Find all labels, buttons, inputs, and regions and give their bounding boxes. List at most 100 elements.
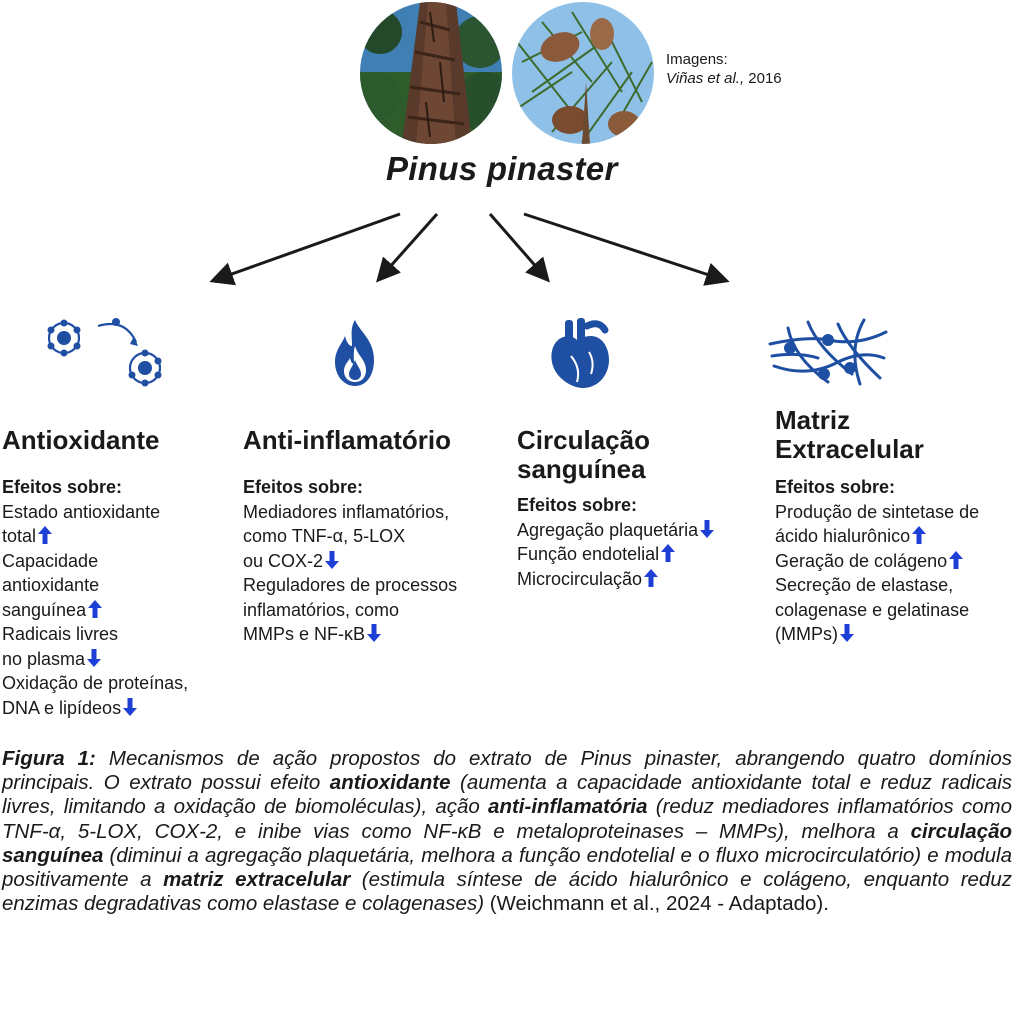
effect-line: MMPs e NF-κB	[243, 622, 457, 647]
image-credit: Imagens: Viñas et al., 2016	[666, 50, 782, 88]
atoms-electron-transfer-icon	[47, 318, 162, 387]
arrow-down-icon	[123, 697, 138, 716]
effect-line: Capacidade	[2, 549, 188, 574]
arrow-down-icon	[325, 550, 340, 569]
caption-bold: antioxidante	[329, 771, 451, 795]
effect-line: Secreção de elastase,	[775, 573, 979, 598]
effect-line: Reguladores de processos	[243, 573, 457, 598]
effect-text: (MMPs)	[775, 624, 838, 644]
effect-text: inflamatórios, como	[243, 599, 400, 620]
credit-year: 2016	[748, 70, 782, 87]
effect-line: Produção de sintetase de	[775, 500, 979, 525]
effect-text: antioxidante	[2, 575, 100, 595]
caption-text: Mecanismos de ação propostos do extrato …	[2, 747, 1012, 795]
effect-text: Reguladores de processos	[243, 575, 458, 595]
arrow-to-anti-inflamatorio	[376, 213, 439, 283]
effect-text: ácido hialurônico	[775, 526, 911, 546]
column-anti-inflamatorio-effects: Efeitos sobre: Mediadores inflamatórios,…	[243, 475, 457, 647]
column-title-matriz: Matriz Extracelular	[775, 406, 924, 464]
pine-trunk-photo	[360, 2, 502, 144]
effects-label: Efeitos sobre:	[517, 495, 638, 515]
effect-text: sanguínea	[2, 599, 87, 620]
effect-line: DNA e lipídeos	[2, 696, 188, 721]
column-title-antioxidante: Antioxidante	[2, 425, 160, 455]
effect-line: Função endotelial	[517, 542, 714, 567]
effect-line: Microcirculação	[517, 567, 714, 592]
effect-line: Radicais livres	[2, 622, 188, 647]
effect-text: Estado antioxidante	[2, 501, 161, 522]
effect-line: total	[2, 524, 188, 549]
arrow-up-icon	[88, 599, 103, 618]
column-matriz-effects: Efeitos sobre: Produção de sintetase de á…	[775, 475, 979, 647]
arrow-down-icon	[87, 648, 102, 667]
effect-text: colagenase e gelatinase	[775, 599, 970, 620]
arrow-up-icon	[949, 550, 964, 569]
effect-line: sanguínea	[2, 598, 188, 623]
effect-line: Agregação plaquetária	[517, 518, 715, 543]
credit-label: Imagens:	[666, 51, 728, 68]
effect-text: MMPs e NF-κB	[243, 624, 366, 644]
branch-arrows	[209, 212, 730, 286]
effect-text: Geração de colágeno	[775, 550, 948, 571]
effect-line: (MMPs)	[775, 622, 979, 647]
caption-bold: matriz extracelular	[163, 868, 351, 892]
effect-text: Agregação plaquetária	[517, 519, 699, 540]
arrow-to-circulacao	[488, 213, 550, 283]
effect-line: colagenase e gelatinase	[775, 598, 979, 623]
effect-text: Microcirculação	[517, 568, 643, 589]
caption-text: (estimula síntese de ácido hialurônico e…	[2, 868, 1012, 916]
effects-label: Efeitos sobre:	[775, 477, 896, 497]
effect-text: Função endotelial	[517, 544, 660, 564]
effect-line: Mediadores inflamatórios,	[243, 500, 457, 525]
arrow-down-icon	[367, 624, 382, 642]
effect-line: Estado antioxidante	[2, 500, 188, 525]
title-line: Extracelular	[775, 434, 924, 464]
flame-icon	[335, 320, 374, 386]
effect-line: inflamatórios, como	[243, 598, 457, 623]
effect-text: no plasma	[2, 648, 86, 669]
caption-text: (aumenta a capacidade antioxidante total…	[2, 771, 1012, 819]
effect-line: Geração de colágeno	[775, 549, 979, 574]
credit-authors: Viñas et al.,	[666, 70, 745, 87]
arrow-up-icon	[661, 544, 676, 562]
arrow-down-icon	[700, 519, 715, 538]
effect-line: antioxidante	[2, 573, 188, 598]
title-line: Circulação	[517, 425, 650, 455]
effects-list: Mediadores inflamatórios, como TNF-α, 5-L…	[243, 500, 457, 647]
caption-bold: circulação sanguínea	[2, 819, 1012, 867]
effect-text: DNA e lipídeos	[2, 697, 122, 718]
effect-text: como TNF-α, 5-LOX	[243, 526, 406, 546]
caption-bold: anti-inflamatória	[488, 795, 648, 819]
arrow-down-icon	[839, 624, 854, 642]
caption-label: Figura 1:	[2, 747, 96, 770]
collagen-network-icon	[768, 318, 888, 386]
arrow-up-icon	[912, 526, 927, 544]
caption-text: (diminui a agregação plaquetária, melhor…	[2, 843, 1012, 892]
heart-icon	[551, 318, 609, 388]
effect-text: total	[2, 526, 37, 546]
effects-label: Efeitos sobre:	[243, 477, 364, 497]
arrow-up-icon	[38, 526, 53, 544]
effect-text: Radicais livres	[2, 624, 119, 644]
effect-text: Produção de sintetase de	[775, 501, 980, 522]
effects-list: Produção de sintetase de ácido hialurônic…	[775, 500, 979, 647]
arrow-to-matriz	[523, 212, 730, 286]
effect-line: ou COX-2	[243, 549, 457, 574]
effect-text: Secreção de elastase,	[775, 575, 954, 595]
effects-label: Efeitos sobre:	[2, 477, 123, 497]
title-line: Matriz	[775, 405, 851, 435]
column-title-circulacao: Circulação sanguínea	[517, 426, 650, 484]
caption-text: (reduz mediadores inflamatórios como TNF…	[2, 795, 1012, 843]
diagram-title: Pinus pinaster	[386, 150, 618, 187]
pine-cones-photo	[512, 2, 654, 144]
effect-line: ácido hialurônico	[775, 524, 979, 549]
effect-line: como TNF-α, 5-LOX	[243, 524, 457, 549]
effect-text: ou COX-2	[243, 550, 324, 571]
caption-reference: (Weichmann et al., 2024 - Adaptado).	[484, 892, 829, 916]
arrow-to-antioxidante	[209, 212, 401, 286]
effect-text: Mediadores inflamatórios,	[243, 501, 450, 522]
effect-text: Capacidade	[2, 550, 99, 571]
